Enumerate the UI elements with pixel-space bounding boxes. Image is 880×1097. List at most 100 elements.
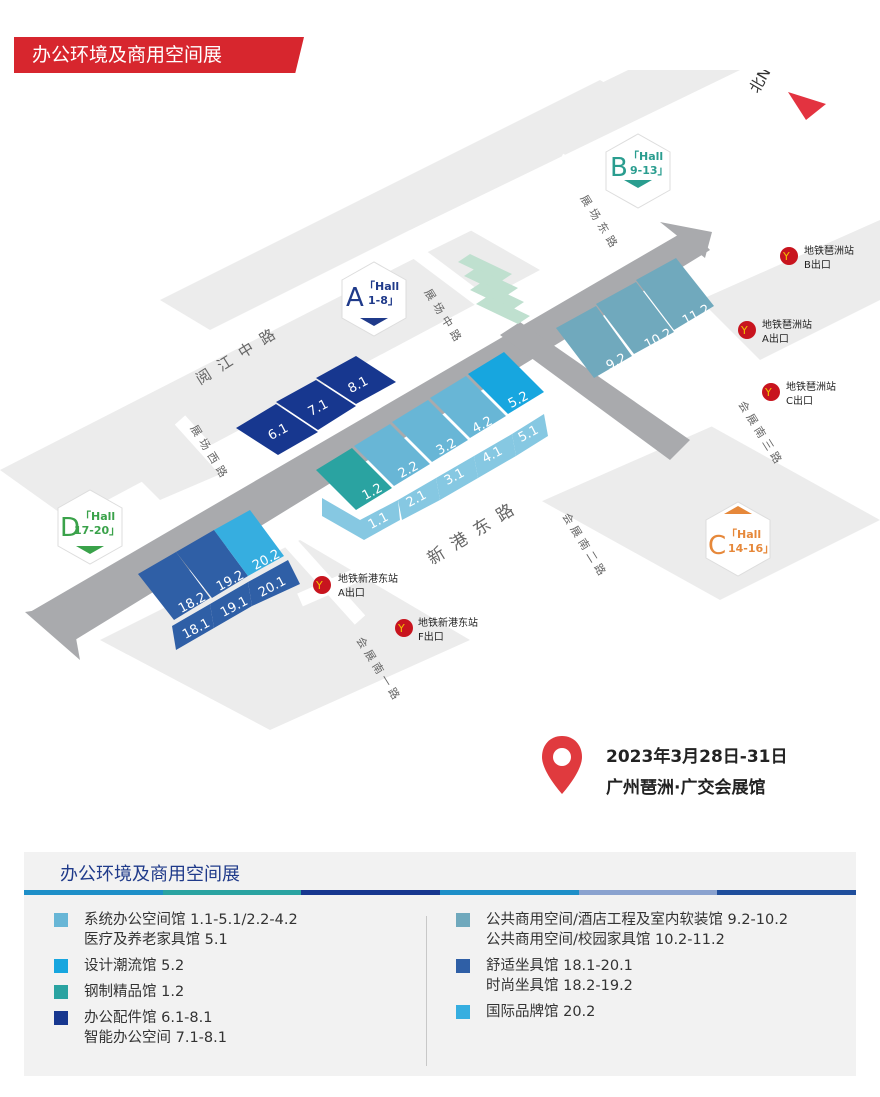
legend-line: 国际品牌馆 20.2	[486, 1004, 596, 1020]
legend-title: 办公环境及商用空间展	[60, 864, 240, 885]
metro-icon-glyph: Y	[397, 622, 405, 635]
legend-item: 设计潮流馆 5.2	[54, 956, 298, 976]
hall-5-2[interactable]	[468, 352, 544, 414]
marker-pointer-icon	[724, 506, 752, 514]
legend-item: 国际品牌馆 20.2	[456, 1002, 788, 1022]
event-venue: 广州琶洲·广交会展馆	[606, 778, 766, 798]
hall-marker-d[interactable]: D 「Hall 17-20」	[57, 489, 123, 565]
hall-marker-line1: 「Hall	[628, 149, 663, 163]
metro-icon	[780, 247, 798, 265]
hall-marker-line1: 「Hall	[364, 279, 399, 293]
hall-group-1-5-lower	[322, 414, 548, 540]
hall-3-1[interactable]	[436, 456, 478, 500]
metro-icon-glyph: Y	[764, 386, 772, 399]
road-zhanchang-dong: 展场东路	[577, 192, 623, 254]
metro-a[interactable]: Y 地铁琶洲站 A出口	[738, 318, 812, 345]
legend-swatch	[54, 1011, 68, 1025]
hall-7-1[interactable]	[276, 380, 356, 430]
metro-exit: B出口	[804, 258, 831, 271]
location-pin-icon	[542, 736, 582, 794]
legend-swatch	[54, 985, 68, 999]
hall-9-2[interactable]	[556, 306, 632, 378]
metro-xingang-a[interactable]: Y 地铁新港东站 A出口	[313, 572, 398, 599]
metro-b[interactable]: Y 地铁琶洲站 B出口	[780, 244, 854, 271]
hall-1-2[interactable]	[316, 448, 392, 510]
hall-5-1[interactable]	[512, 414, 548, 456]
legend-item: 舒适坐具馆 18.1-20.1 时尚坐具馆 18.2-19.2	[456, 956, 788, 996]
metro-exit: C出口	[786, 394, 813, 407]
north-compass: 北N	[746, 70, 826, 120]
hall-2-1[interactable]	[398, 478, 440, 520]
hall-10-2[interactable]	[596, 282, 674, 354]
hall-marker-line1: 「Hall	[80, 509, 115, 523]
metro-label: 地铁新港东站	[418, 616, 478, 629]
metro-xingang-f[interactable]: Y 地铁新港东站 F出口	[395, 616, 478, 643]
north-arrow-icon	[788, 92, 826, 120]
hall-11-2[interactable]	[636, 258, 714, 330]
legend-color-bar	[24, 890, 857, 895]
hall-marker-line2: 1-8」	[368, 294, 399, 307]
hall-group-9-11	[556, 258, 714, 378]
hall-19-2[interactable]	[176, 530, 248, 598]
metro-c[interactable]: Y 地铁琶洲站 C出口	[762, 380, 836, 407]
hall-2-2[interactable]	[354, 424, 430, 486]
venue-map: 北N	[0, 70, 880, 730]
metro-label: 地铁新港东站	[338, 572, 398, 585]
hall-marker-a[interactable]: A 「Hall 1-8」	[341, 261, 407, 337]
legend-swatch	[54, 913, 68, 927]
hall-20-1[interactable]	[248, 560, 300, 606]
hall-4-2[interactable]	[430, 376, 506, 438]
metro-icon-glyph: Y	[782, 250, 790, 263]
hall-marker-letter: A	[346, 283, 364, 313]
hall-18-1[interactable]	[172, 604, 214, 650]
event-info: 2023年3月28日-31日 广州琶洲·广交会展馆	[606, 742, 788, 798]
hall-group-18-20	[138, 510, 300, 650]
hall-6-1[interactable]	[236, 404, 318, 455]
legend-text: 设计潮流馆 5.2	[84, 956, 184, 976]
hall-marker-c[interactable]: C 「Hall 14-16」	[705, 501, 774, 577]
metro-exit: A出口	[338, 586, 365, 599]
legend-text: 系统办公空间馆 1.1-5.1/2.2-4.2 医疗及养老家具馆 5.1	[84, 910, 298, 950]
marker-pointer-icon	[360, 318, 388, 326]
hall-4-1[interactable]	[474, 434, 516, 478]
hall-marker-line2: 9-13」	[630, 164, 669, 177]
legend-line: 时尚坐具馆 18.2-19.2	[486, 978, 633, 994]
page-title: 办公环境及商用空间展	[32, 44, 223, 66]
legend-line: 舒适坐具馆 18.1-20.1	[486, 958, 633, 974]
hall-20-2[interactable]	[214, 510, 284, 576]
legend-text: 钢制精品馆 1.2	[84, 982, 184, 1002]
legend-item: 系统办公空间馆 1.1-5.1/2.2-4.2 医疗及养老家具馆 5.1	[54, 910, 298, 950]
hall-marker-letter: D	[60, 513, 80, 543]
hall-1-1[interactable]	[322, 498, 400, 540]
metro-label: 地铁琶洲站	[786, 380, 836, 393]
legend-swatch	[456, 913, 470, 927]
hall-group-6-8	[236, 356, 396, 455]
hall-3-2[interactable]	[392, 400, 468, 462]
metro-icon	[313, 576, 331, 594]
hall-marker-line2: 14-16」	[728, 542, 774, 555]
marker-pointer-icon	[76, 546, 104, 554]
legend-column-left: 系统办公空间馆 1.1-5.1/2.2-4.2 医疗及养老家具馆 5.1 设计潮流馆…	[54, 910, 298, 1054]
hall-18-2[interactable]	[138, 552, 210, 620]
event-date: 2023年3月28日-31日	[606, 747, 788, 767]
legend-line: 系统办公空间馆 1.1-5.1/2.2-4.2	[84, 912, 298, 928]
legend-text: 国际品牌馆 20.2	[486, 1002, 595, 1022]
green-building	[458, 254, 530, 324]
legend-line: 设计潮流馆 5.2	[84, 958, 185, 974]
legend-line: 医疗及养老家具馆 5.1	[84, 932, 228, 948]
hall-8-1[interactable]	[316, 356, 396, 404]
marker-pointer-icon	[624, 180, 652, 188]
hall-marker-b[interactable]: B 「Hall 9-13」	[605, 133, 671, 209]
legend-swatch	[456, 1005, 470, 1019]
page-title-banner: 办公环境及商用空间展	[14, 37, 304, 73]
metro-icon-glyph: Y	[740, 324, 748, 337]
legend-swatch	[54, 959, 68, 973]
hall-19-1[interactable]	[210, 582, 252, 628]
legend-line: 公共商用空间/酒店工程及室内软装馆 9.2-10.2	[486, 912, 789, 928]
hall-marker-line2: 17-20」	[74, 524, 120, 537]
metro-label: 地铁琶洲站	[762, 318, 812, 331]
